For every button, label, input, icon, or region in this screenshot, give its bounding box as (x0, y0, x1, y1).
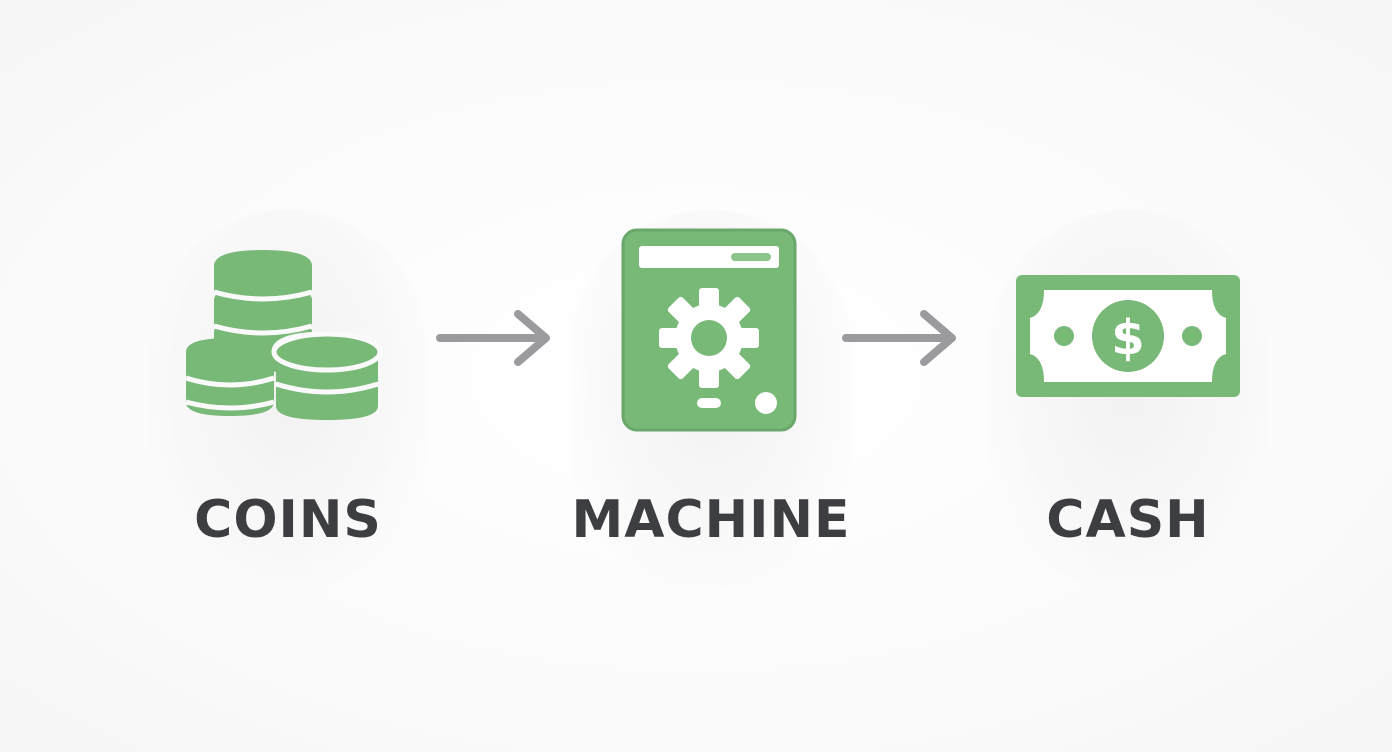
step-machine-label: MACHINE (571, 490, 851, 550)
step-coins: COINS (138, 200, 438, 600)
arrow-right-icon (842, 310, 956, 366)
step-machine: MACHINE (561, 200, 861, 600)
step-cash-label: CASH (1046, 490, 1210, 550)
step-cash-backdrop (988, 210, 1268, 590)
arrow-right-icon (436, 310, 550, 366)
step-cash: $ CASH (978, 200, 1278, 600)
coins-stack-icon (185, 250, 383, 420)
step-coins-label: COINS (194, 490, 382, 550)
dollar-bill-icon: $ (1016, 275, 1240, 397)
coin-machine-gear-icon (621, 228, 797, 432)
svg-text:$: $ (1111, 310, 1144, 366)
